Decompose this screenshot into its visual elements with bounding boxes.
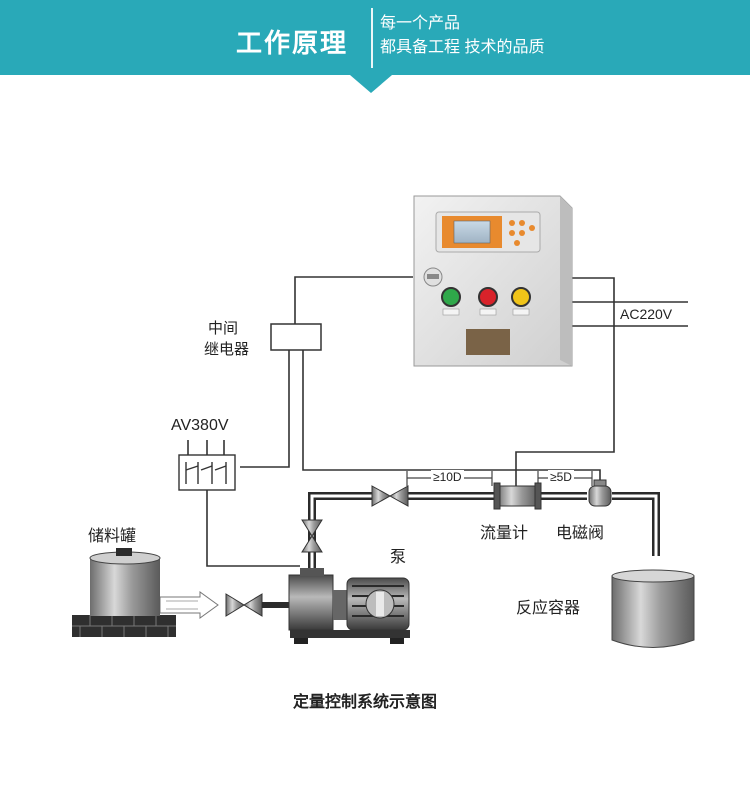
header-banner (0, 0, 750, 75)
downstream-distance-label: ≥5D (548, 470, 574, 484)
pump-motor (288, 568, 410, 644)
reactor-label: 反应容器 (516, 600, 581, 617)
banner-separator (371, 8, 373, 68)
power-220v-label: AC220V (620, 306, 673, 322)
relay-label-line2: 继电器 (204, 341, 250, 358)
banner-subtitle-line2: 都具备工程 技术的品质 (380, 39, 545, 56)
solenoid-valve (588, 479, 612, 507)
power-380v-label: AV380V (171, 417, 229, 434)
banner-notch (350, 75, 392, 93)
control-cabinet (413, 195, 573, 367)
flowmeter (493, 482, 542, 510)
reactor-vessel (611, 569, 695, 648)
solenoid-valve-label: 电磁阀 (556, 525, 605, 542)
flowmeter-label: 流量计 (480, 525, 529, 542)
control-wiring (187, 276, 688, 567)
relay-box (270, 323, 322, 351)
gate-valve-outlet (371, 485, 409, 507)
upstream-distance-label: ≥10D (431, 470, 464, 484)
gate-valve-pump-riser (301, 519, 323, 553)
diagram-caption: 定量控制系统示意图 (293, 694, 438, 711)
banner-subtitle-line1: 每一个产品 (380, 15, 461, 32)
inlet-flow-arrow (159, 591, 219, 619)
pump-label: 泵 (390, 549, 407, 566)
tank-label: 储料罐 (88, 528, 137, 545)
gate-valve-inlet (225, 593, 263, 617)
three-phase-switch (178, 454, 236, 491)
storage-tank (72, 548, 176, 637)
relay-label-line1: 中间 (208, 320, 239, 337)
banner-title: 工作原理 (236, 29, 349, 59)
